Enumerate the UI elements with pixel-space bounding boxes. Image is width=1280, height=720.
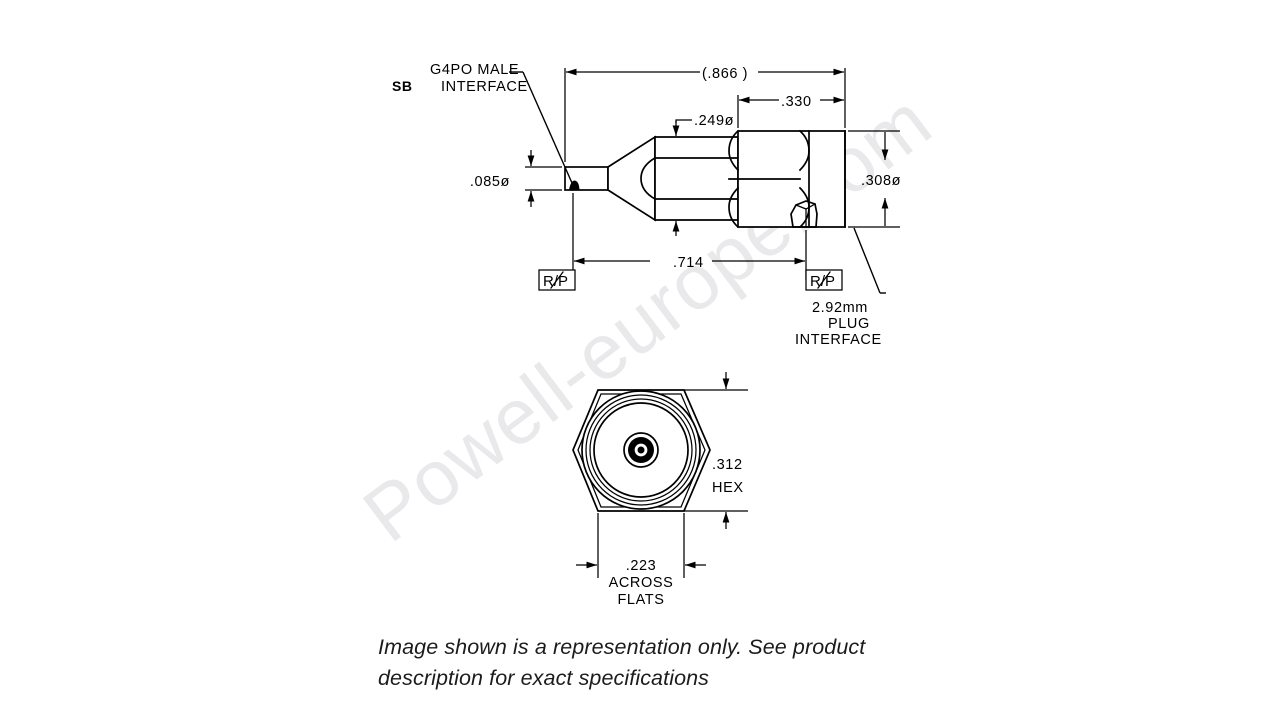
plug-interface-leader bbox=[853, 227, 881, 294]
hex-label: HEX bbox=[712, 480, 744, 496]
datum-box-right: R/P bbox=[805, 269, 843, 291]
end-view: .312 HEX .223 ACROSS FLATS bbox=[572, 372, 748, 608]
connector-body bbox=[640, 136, 739, 221]
side-view: R/P R/P SB G4PO MALE INTERFACE (.866 ) .… bbox=[392, 62, 901, 348]
g4po-label-line2: INTERFACE bbox=[441, 79, 528, 95]
dim-outer-diameter: .308ø bbox=[861, 173, 901, 189]
dim-body-diameter: .249ø bbox=[694, 113, 734, 129]
datum-right-label: R/P bbox=[810, 273, 835, 290]
center-contact bbox=[623, 432, 659, 468]
caption-line-1: Image shown is a representation only. Se… bbox=[378, 635, 866, 659]
across-flats-line2: FLATS bbox=[617, 592, 664, 608]
g4po-leader bbox=[522, 71, 573, 184]
caption-line-2: description for exact specifications bbox=[378, 665, 710, 690]
datum-left-label: R/P bbox=[543, 273, 568, 290]
leader-lines bbox=[509, 71, 886, 294]
extension-lines-end bbox=[597, 389, 748, 578]
g4po-label-line1: G4PO MALE bbox=[430, 62, 519, 78]
plug-label-line1: 2.92mm bbox=[812, 300, 868, 316]
seal-detail bbox=[790, 200, 818, 228]
dim-hex-length: .330 bbox=[781, 94, 812, 110]
hex-nut bbox=[728, 129, 846, 229]
dimension-lines-side bbox=[527, 68, 889, 265]
dim-hex-across-flats: .223 bbox=[626, 558, 657, 574]
plug-label-line3: INTERFACE bbox=[795, 332, 882, 348]
dim-tip-diameter: .085ø bbox=[470, 174, 510, 190]
across-flats-line1: ACROSS bbox=[609, 575, 674, 591]
caption: Image shown is a representation only. Se… bbox=[378, 632, 978, 693]
plug-label-line2: PLUG bbox=[828, 316, 870, 332]
dim-hex-across-corners: .312 bbox=[712, 457, 743, 473]
dimension-lines-end bbox=[576, 372, 730, 569]
datum-box-left: R/P bbox=[538, 269, 576, 291]
dim-datum-length: .714 bbox=[673, 255, 704, 271]
dim-overall-length: (.866 ) bbox=[702, 66, 748, 82]
part-code-label: SB bbox=[392, 78, 412, 94]
male-interface-tip bbox=[564, 166, 609, 191]
